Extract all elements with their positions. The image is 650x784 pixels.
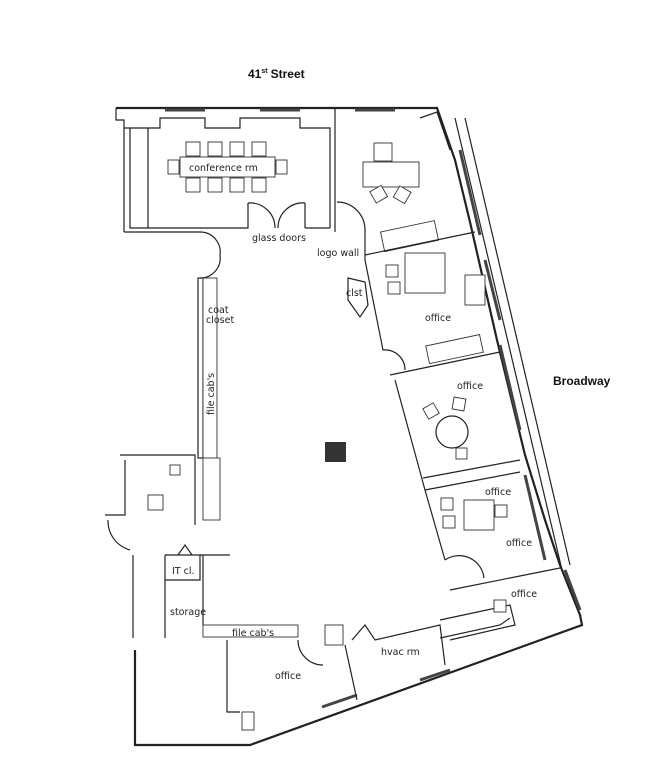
label-coat: coat [208,305,229,316]
office-5 [439,567,561,641]
file-cabinets-horizontal [202,624,299,638]
label-conference-room: conference rm [189,163,258,174]
label-closet: clst [346,288,363,299]
label-office-4: office [506,538,532,549]
label-storage: storage [170,607,206,618]
label-glass-doors: glass doors [252,233,306,244]
label-hvac-room: hvac rm [381,647,420,658]
closet-shape [347,277,369,319]
reception-area [334,108,440,260]
office-1 [364,231,486,371]
south-rooms [226,617,511,731]
conference-room: conference rm [124,117,331,229]
street-label-broadway: Broadway [553,374,611,388]
label-it-closet: IT cl. [172,566,195,577]
office-3 [424,471,521,579]
west-wall [105,231,221,551]
it-and-storage [132,543,230,638]
label-closet-coat: closet [206,315,234,326]
conference-chairs [167,141,288,193]
label-office-2: office [457,381,483,392]
label-office-3: office [485,487,511,498]
label-file-cabs-vertical: file cab's [206,373,217,415]
reception-desk [362,161,420,188]
conference-table [179,156,276,178]
office-2 [389,334,521,491]
label-logo-wall: logo wall [317,248,359,259]
structural-column [325,442,346,462]
exterior-walls [115,106,584,747]
label-file-cabs-horizontal: file cab's [232,628,274,639]
label-office-5: office [511,589,537,600]
label-office-1: office [425,313,451,324]
label-office-6: office [275,671,301,682]
